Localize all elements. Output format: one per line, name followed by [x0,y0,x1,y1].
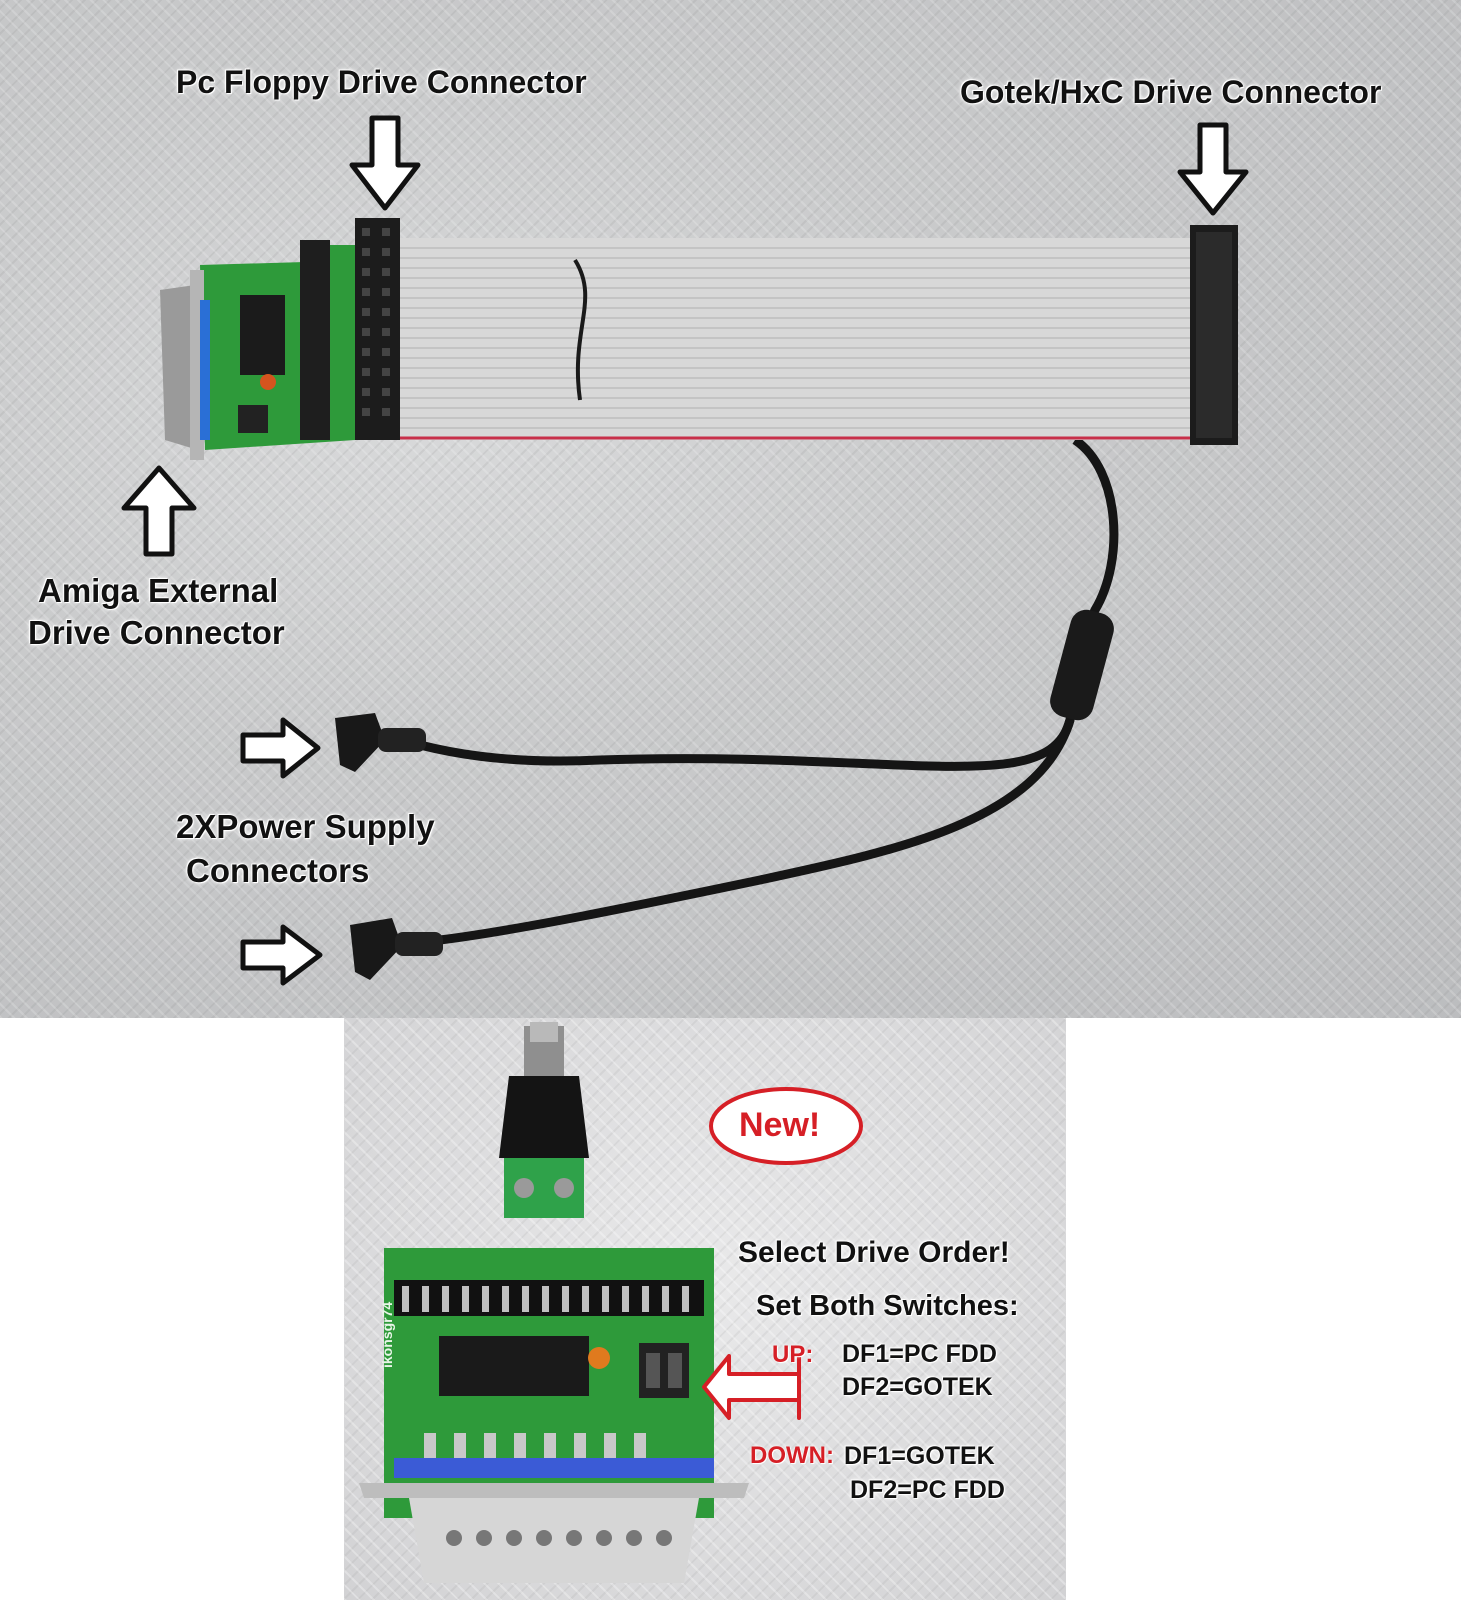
up-arrow-amiga [121,465,197,557]
amiga-label-line2: Drive Connector [28,614,285,651]
main-photo: Pc Floppy Drive Connector Gotek/HxC Driv… [0,0,1461,1018]
db25-connector [160,270,210,460]
inset-photo: ikonsgr74 New! Select Drive Order! Set B… [344,1018,1066,1600]
inset-db25 [359,1458,749,1583]
cable-splitter [1050,609,1114,721]
right-arrow-power-1 [240,717,321,779]
adapter-illustration [121,115,1249,986]
inset-board-illustration [359,1022,863,1583]
power-connector-2 [350,918,443,980]
select-drive-heading: Select Drive Order! [738,1236,1010,1269]
power-label-line2: Connectors [186,852,370,889]
up-line1: DF1=PC FDD [842,1340,997,1368]
capacitor [588,1347,610,1369]
new-badge: New! [739,1106,821,1144]
power-label-line1: 2XPower Supply [176,808,435,845]
silkscreen-brand: ikonsgr74 [379,1301,395,1368]
gotek-label: Gotek/HxC Drive Connector [960,74,1382,110]
new-badge-oval [709,1087,863,1165]
down-arrow-gotek [1177,122,1249,216]
pcb-board [200,240,355,450]
pc-floppy-header [355,218,400,440]
ic-chip [439,1336,589,1396]
power-connector-1 [335,713,426,772]
up-line2: DF2=GOTEK [842,1373,993,1401]
set-switches-subheading: Set Both Switches: [756,1290,1019,1322]
pc-floppy-label: Pc Floppy Drive Connector [176,64,587,100]
right-arrow-power-2 [240,924,323,986]
down-label: DOWN: [750,1442,834,1469]
down-arrow-pc-floppy [349,115,421,211]
ribbon-cable [395,238,1190,440]
left-arrow-switch [702,1354,801,1420]
dc-jack [499,1022,589,1218]
power-cable-branch [439,718,1075,945]
up-label: UP: [772,1341,814,1368]
amiga-label-line1: Amiga External [38,572,279,609]
down-line2: DF2=PC FDD [850,1476,1005,1504]
power-cable [418,436,1119,771]
down-line1: DF1=GOTEK [844,1442,995,1470]
